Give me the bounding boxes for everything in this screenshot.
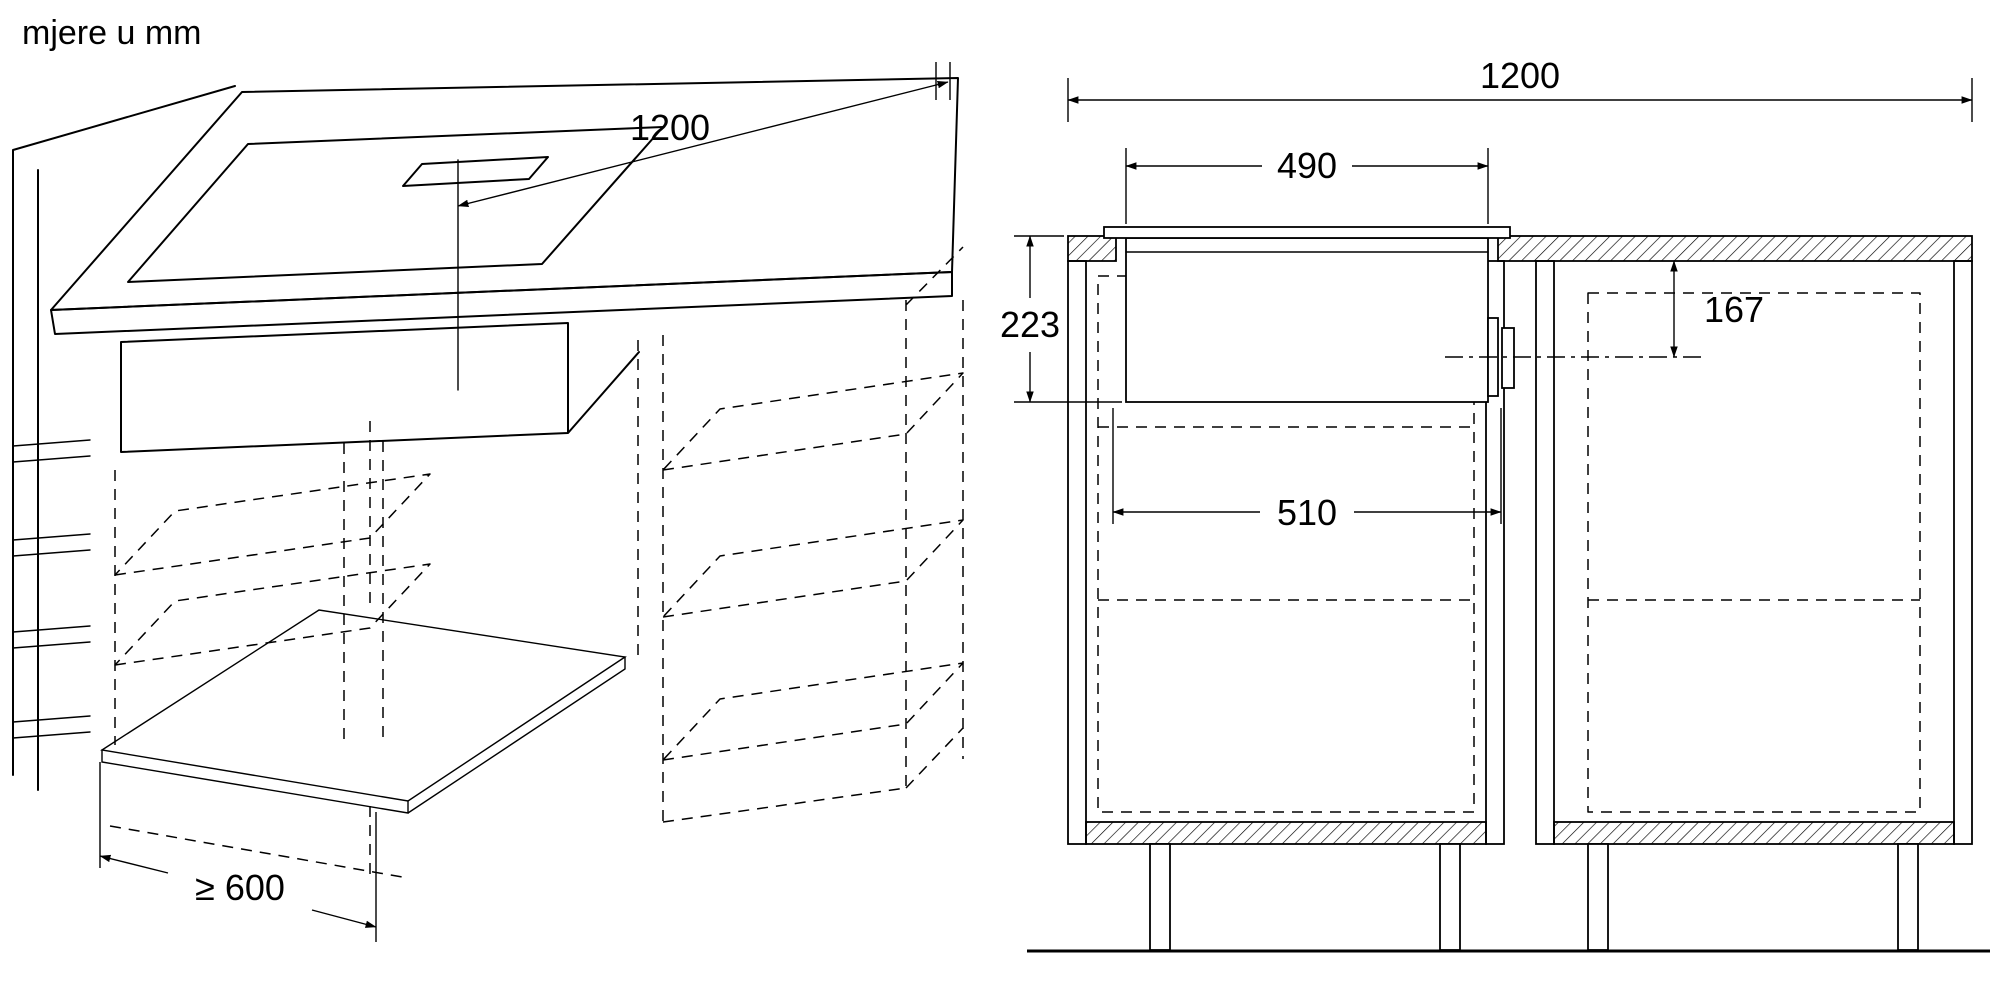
- cabinet-legs: [1027, 843, 1990, 953]
- dim-iso-min600: ≥ 600: [99, 762, 377, 942]
- right-cabinet-hidden-edges: [637, 246, 964, 823]
- cooktop-flange: [1103, 226, 1511, 239]
- right-cabinet-shelves: [662, 372, 964, 761]
- right-cabinet-right-wall: [1953, 260, 1973, 845]
- countertop-iso: [50, 77, 959, 335]
- dim-label-min600: ≥ 600: [195, 867, 285, 908]
- dim-label-1200-iso: 1200: [630, 107, 710, 148]
- worktop-front-edge: [50, 271, 953, 335]
- plinth-hidden-line: [109, 825, 409, 879]
- right-cabinet-bottom-rail: [1553, 821, 1955, 845]
- left-cabinet-right-wall: [1485, 260, 1505, 845]
- leg: [1587, 843, 1609, 951]
- countertop-front: [1067, 235, 1973, 262]
- panel-surface: [100, 609, 627, 802]
- leg: [1439, 843, 1461, 951]
- vent-slot: [402, 156, 549, 187]
- right-cabinet-left-wall: [1535, 260, 1555, 845]
- right-cabinet-interior-dashed: [1587, 292, 1921, 813]
- left-cabinet-shelves: [114, 473, 431, 666]
- cooktop-iso: [127, 126, 664, 391]
- left-cabinet-left-wall: [1067, 260, 1087, 845]
- cabinet-hidden-lines-iso: [109, 246, 964, 880]
- iso-view: 1200 ≥ 600: [12, 62, 964, 942]
- left-cabinet: [1067, 260, 1505, 845]
- dim-extension-lines: [99, 762, 377, 942]
- left-cabinet-bottom-rail: [1085, 821, 1487, 845]
- dim-510: 510: [1112, 408, 1502, 533]
- dim-extension-lines: [1112, 408, 1502, 524]
- duct-hidden-lines: [343, 441, 384, 742]
- worktop-left-section: [1067, 235, 1117, 262]
- dim-167: 167: [1445, 260, 1764, 358]
- dim-front-1200: 1200: [1067, 55, 1973, 122]
- recirculation-panel-iso: [100, 609, 627, 814]
- dim-label-510: 510: [1277, 492, 1337, 533]
- dim-extension-ticks: [935, 62, 951, 100]
- downdraft-housing: [1125, 237, 1489, 403]
- dim-label-167: 167: [1704, 289, 1764, 330]
- units-title: mjere u mm: [22, 14, 201, 52]
- downdraft-housing-iso: [120, 322, 640, 453]
- dim-490: 490: [1125, 145, 1489, 224]
- dim-label-490: 490: [1277, 145, 1337, 186]
- cooktop-front: [1103, 226, 1511, 403]
- panel-thickness: [101, 656, 626, 814]
- dim-extension-lines: [1125, 148, 1489, 224]
- cooktop-outline: [127, 126, 664, 283]
- dim-label-223: 223: [1000, 304, 1060, 345]
- adjacent-drawer-unit: [12, 85, 236, 791]
- dim-line: [457, 80, 949, 208]
- dim-223: 223: [1000, 235, 1122, 403]
- dim-iso-1200: 1200: [457, 62, 951, 208]
- drawer-front-lines: [12, 439, 91, 739]
- leg: [1897, 843, 1919, 951]
- left-cabinet-hidden-edges: [114, 421, 371, 880]
- dim-label-1200-front: 1200: [1480, 55, 1560, 96]
- worktop-right-section: [1497, 235, 1973, 262]
- front-view: 1200 490 223 167 510: [1000, 55, 1990, 953]
- leg: [1149, 843, 1171, 951]
- right-cabinet: [1535, 260, 1973, 845]
